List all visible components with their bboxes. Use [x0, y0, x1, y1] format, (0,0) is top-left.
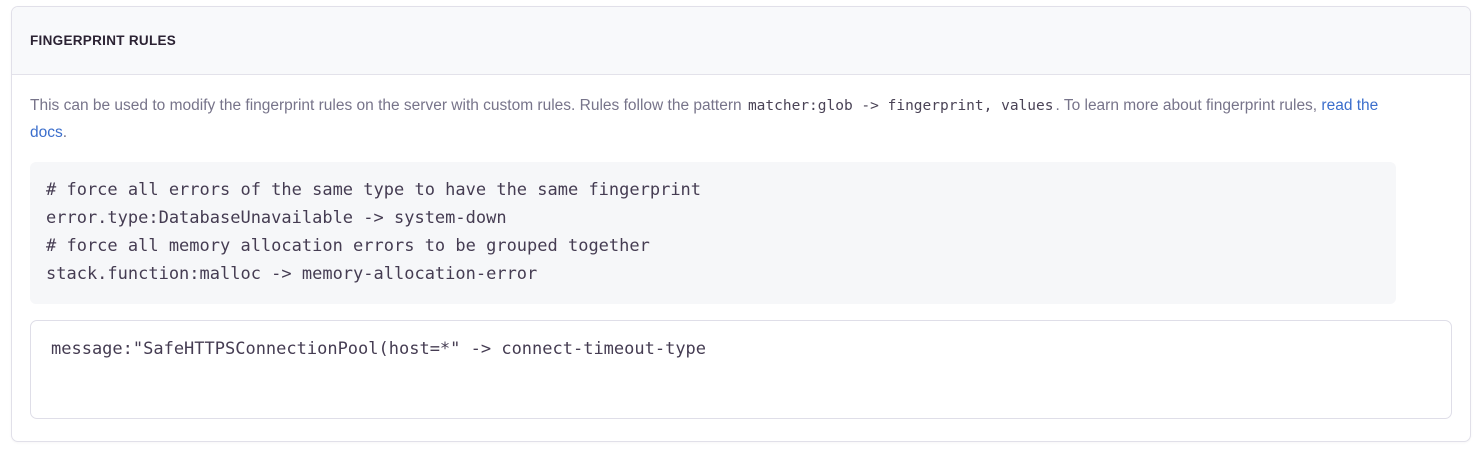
- fingerprint-rules-input[interactable]: [30, 319, 1452, 419]
- fingerprint-rules-panel: FINGERPRINT RULES This can be used to mo…: [11, 6, 1471, 442]
- description-middle: . To learn more about fingerprint rules,: [1055, 97, 1322, 114]
- panel-body: This can be used to modify the fingerpri…: [12, 75, 1470, 419]
- page-title: FINGERPRINT RULES: [30, 32, 177, 48]
- example-code-text: # force all errors of the same type to h…: [46, 180, 702, 285]
- panel-header: FINGERPRINT RULES: [12, 7, 1470, 75]
- read-the-docs-link[interactable]: read the docs: [30, 97, 1379, 141]
- description-text: This can be used to modify the fingerpri…: [30, 93, 1410, 146]
- example-code-block: # force all errors of the same type to h…: [30, 162, 1396, 304]
- description-end: .: [62, 123, 68, 141]
- description-intro: This can be used to modify the fingerpri…: [30, 97, 746, 114]
- inline-code-pattern: matcher:glob -> fingerprint, values: [747, 98, 1054, 114]
